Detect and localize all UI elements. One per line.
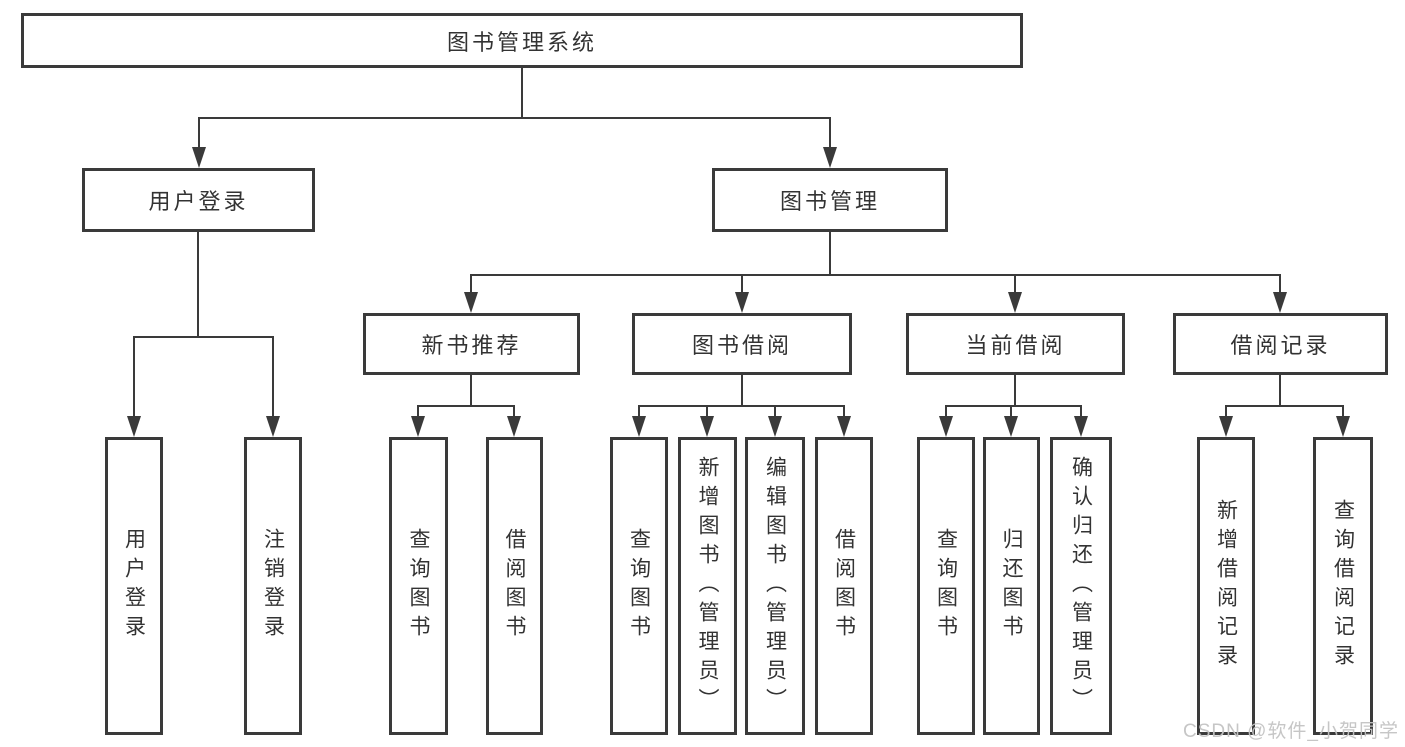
connector-branch [945,405,1082,407]
connector-level2-branch [198,117,831,119]
connector-shaft [1010,405,1012,418]
connector-shaft [945,405,947,418]
arrow-down-icon [1004,416,1018,437]
arrow-down-icon [192,147,206,168]
node-label: 图书借阅 [691,333,792,358]
arrow-down-icon [127,416,141,437]
arrow-down-icon [464,292,478,313]
node-label: 新增图书（管理员） [696,455,719,717]
leaf-borrow-books-1: 借阅图书 [486,437,543,735]
node-label: 查询借阅记录 [1331,499,1355,673]
node-label: 查询图书 [407,528,430,644]
node-book-management: 图书管理 [712,168,948,232]
connector-stem [197,232,199,338]
leaf-borrow-books-2: 借阅图书 [815,437,873,735]
node-label: 归还图书 [1000,528,1023,644]
connector-shaft [774,405,776,418]
connector-shaft [1080,405,1082,418]
node-current-borrowing: 当前借阅 [906,313,1125,375]
connector-level3-branch [470,274,1281,276]
connector-shaft [843,405,845,418]
node-label: 借阅图书 [832,528,856,644]
node-label: 图书管理 [779,189,880,214]
connector-shaft [1279,274,1281,294]
connector-branch [133,336,274,338]
leaf-logout: 注销登录 [244,437,302,735]
arrow-down-icon [1074,416,1088,437]
node-borrowing-records: 借阅记录 [1173,313,1388,375]
connector-shaft [513,405,515,418]
leaf-add-borrow-record: 新增借阅记录 [1197,437,1255,735]
arrow-down-icon [1219,416,1233,437]
connector-stem [1279,375,1281,407]
leaf-user-login: 用户登录 [105,437,163,735]
connector-branch [638,405,845,407]
node-label: 注销登录 [261,528,285,644]
node-label: 图书管理系统 [446,29,597,55]
arrow-down-icon [735,292,749,313]
leaf-query-books-3: 查询图书 [917,437,975,735]
connector-branch [417,405,515,407]
arrow-down-icon [837,416,851,437]
csdn-watermark: CSDN @软件_小贺同学 [1183,721,1399,742]
node-user-login-branch: 用户登录 [82,168,315,232]
node-new-book-recommend: 新书推荐 [363,313,580,375]
connector-shaft [470,274,472,294]
node-label: 用户登录 [148,189,249,214]
connector-shaft [272,336,274,418]
connector-shaft [829,117,831,149]
node-label: 新书推荐 [421,333,522,358]
leaf-query-books-2: 查询图书 [610,437,668,735]
node-book-borrowing: 图书借阅 [632,313,852,375]
node-label: 用户登录 [122,528,146,644]
arrow-down-icon [1008,292,1022,313]
connector-stem [741,375,743,407]
node-label: 查询图书 [627,528,651,644]
leaf-add-books-admin: 新增图书（管理员） [678,437,737,735]
node-label: 借阅图书 [503,528,526,644]
connector-shaft [417,405,419,418]
node-label: 借阅记录 [1230,333,1331,358]
node-label: 确认归还（管理员） [1069,455,1093,717]
leaf-query-books-1: 查询图书 [389,437,448,735]
connector-shaft [741,274,743,294]
node-label: 新增借阅记录 [1214,499,1238,673]
node-library-management-system: 图书管理系统 [21,13,1023,68]
connector-shaft [198,117,200,149]
node-label: 查询图书 [934,528,958,644]
connector-root-stem [521,68,523,119]
connector-shaft [638,405,640,418]
connector-shaft [1342,405,1344,418]
arrow-down-icon [823,147,837,168]
arrow-down-icon [700,416,714,437]
node-label: 当前借阅 [965,333,1066,358]
arrow-down-icon [411,416,425,437]
arrow-down-icon [939,416,953,437]
node-label: 编辑图书（管理员） [763,455,787,717]
arrow-down-icon [1273,292,1287,313]
connector-shaft [133,336,135,418]
connector-stem [1014,375,1016,407]
connector-shaft [1225,405,1227,418]
leaf-confirm-return-admin: 确认归还（管理员） [1050,437,1112,735]
leaf-return-books: 归还图书 [983,437,1040,735]
leaf-edit-books-admin: 编辑图书（管理员） [745,437,805,735]
arrow-down-icon [1336,416,1350,437]
arrow-down-icon [266,416,280,437]
arrow-down-icon [632,416,646,437]
connector-branch [1225,405,1344,407]
leaf-query-borrow-record: 查询借阅记录 [1313,437,1373,735]
arrow-down-icon [507,416,521,437]
connector-stem [470,375,472,407]
arrow-down-icon [768,416,782,437]
connector-shaft [706,405,708,418]
connector-shaft [1014,274,1016,294]
connector-stem [829,232,831,276]
